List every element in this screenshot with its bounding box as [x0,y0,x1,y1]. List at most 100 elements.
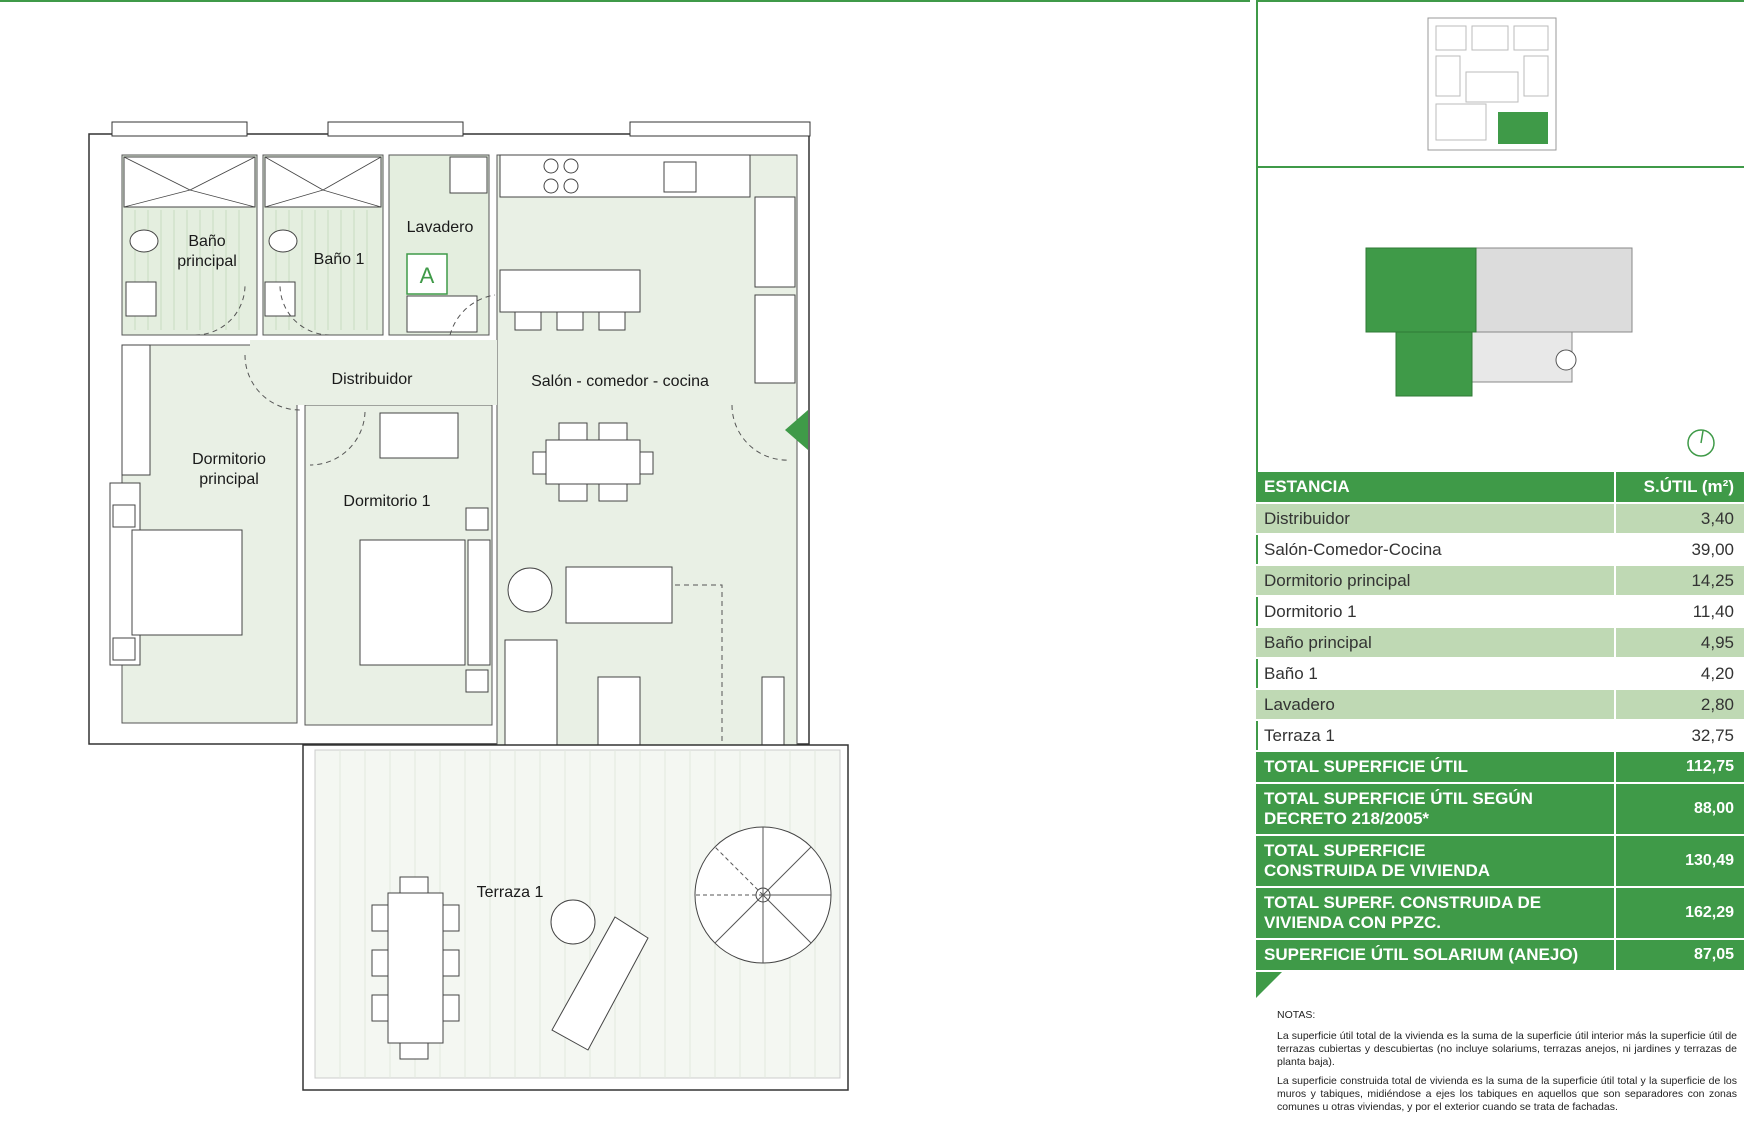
window-top-3 [629,121,811,137]
unit-highlight [1365,247,1477,333]
total-name: TOTAL SUPERFICIE CONSTRUIDA DE VIVIENDA [1256,835,1615,888]
toilet-1 [129,229,159,253]
dining-table [545,439,641,485]
bath-tile-pattern [134,210,368,330]
armchairs [565,566,673,624]
label-mark-a: A [420,263,435,288]
notes-paragraph-2: La superficie construida total de vivien… [1277,1075,1737,1113]
total-value: 87,05 [1614,939,1744,972]
kitchen-counter [499,154,751,198]
label-terraza: Terraza 1 [477,884,544,901]
total-name: TOTAL SUPERFICIE ÚTIL SEGÚN DECRETO 218/… [1256,783,1615,836]
mark-a-box [406,253,448,295]
bed-headboard-2 [467,539,491,666]
panel-divider-top [1256,0,1744,2]
row-name: Dormitorio principal [1256,565,1615,597]
wardrobe-1 [121,344,151,476]
total-row: TOTAL SUPERF. CONSTRUIDA DE VIVIENDA CON… [1256,887,1744,940]
label-bano-principal-2: principal [177,253,237,270]
row-name: Terraza 1 [1256,720,1615,752]
sink-1 [125,281,157,317]
label-dormitorio-1: Dormitorio 1 [343,493,430,510]
row-name: Baño 1 [1256,658,1615,690]
label-bano-1: Baño 1 [314,251,365,268]
row-value: 14,25 [1614,565,1744,597]
bed-1 [131,529,243,636]
lavadero-closet [406,295,478,333]
label-dormitorio-principal-1: Dormitorio [192,451,266,468]
total-name: TOTAL SUPERF. CONSTRUIDA DE VIVIENDA CON… [1256,887,1615,940]
label-dormitorio-principal-2: principal [199,471,259,488]
unit-location-map [1365,247,1633,397]
header-superficie: S.ÚTIL (m²) [1614,472,1744,504]
pantry [754,294,796,384]
terrace-table [387,892,444,1044]
top-border-line [0,0,1250,2]
notes-paragraph-1: La superficie útil total de la vivienda … [1277,1030,1737,1068]
row-value: 32,75 [1614,720,1744,752]
total-value: 88,00 [1614,783,1744,836]
kitchen-island [499,269,641,313]
panel-divider-middle [1256,166,1744,168]
total-name: SUPERFICIE ÚTIL SOLARIUM (ANEJO) [1256,939,1615,972]
label-lavadero: Lavadero [407,219,474,236]
row-value: 11,40 [1614,596,1744,628]
total-row: SUPERFICIE ÚTIL SOLARIUM (ANEJO)87,05 [1256,939,1744,972]
shower-2 [264,156,382,208]
label-distribuidor: Distribuidor [332,371,414,388]
coffee-table [597,676,641,748]
fridge [754,196,796,288]
window-top-1 [111,121,248,137]
shower-1 [123,156,256,208]
side-table [507,567,553,613]
row-name: Lavadero [1256,689,1615,721]
spiral-staircase [694,826,832,964]
bed-2 [359,539,466,666]
label-salon: Salón - comedor - cocina [531,373,709,390]
washer [449,156,488,194]
total-value: 162,29 [1614,887,1744,940]
total-value: 130,49 [1614,835,1744,888]
row-value: 4,95 [1614,627,1744,659]
shower-1-slope [123,156,256,208]
row-name: Dormitorio 1 [1256,596,1615,628]
window-top-2 [327,121,464,137]
shower-2-slope [264,156,382,208]
total-name: TOTAL SUPERFICIE ÚTIL [1256,751,1615,784]
entrance-arrow [785,410,808,450]
row-value: 2,80 [1614,689,1744,721]
notes: NOTAS: La superficie útil total de la vi… [1277,1009,1737,1120]
row-value: 39,00 [1614,534,1744,566]
total-value: 112,75 [1614,751,1744,784]
north-arrow-icon [1687,429,1715,457]
wardrobe-2 [379,412,459,459]
row-value: 3,40 [1614,503,1744,535]
header-estancia: ESTANCIA [1256,472,1615,504]
row-name: Baño principal [1256,627,1615,659]
table-header: ESTANCIA S.ÚTIL (m²) [1256,472,1744,504]
key-map-highlight [1498,112,1548,144]
table-corner-triangle [1256,972,1282,998]
row-name: Salón-Comedor-Cocina [1256,534,1615,566]
toilet-2 [268,229,298,253]
row-name: Distribuidor [1256,503,1615,535]
kitchen-sink [663,161,697,193]
floor-plan: Baño principal Baño 1 Lavadero A Distrib… [88,121,849,1091]
building-key-map [1427,17,1557,151]
row-value: 4,20 [1614,658,1744,690]
rug-outline [675,584,723,780]
sun-lounger [551,916,649,1051]
terrace-side-table [550,899,596,945]
